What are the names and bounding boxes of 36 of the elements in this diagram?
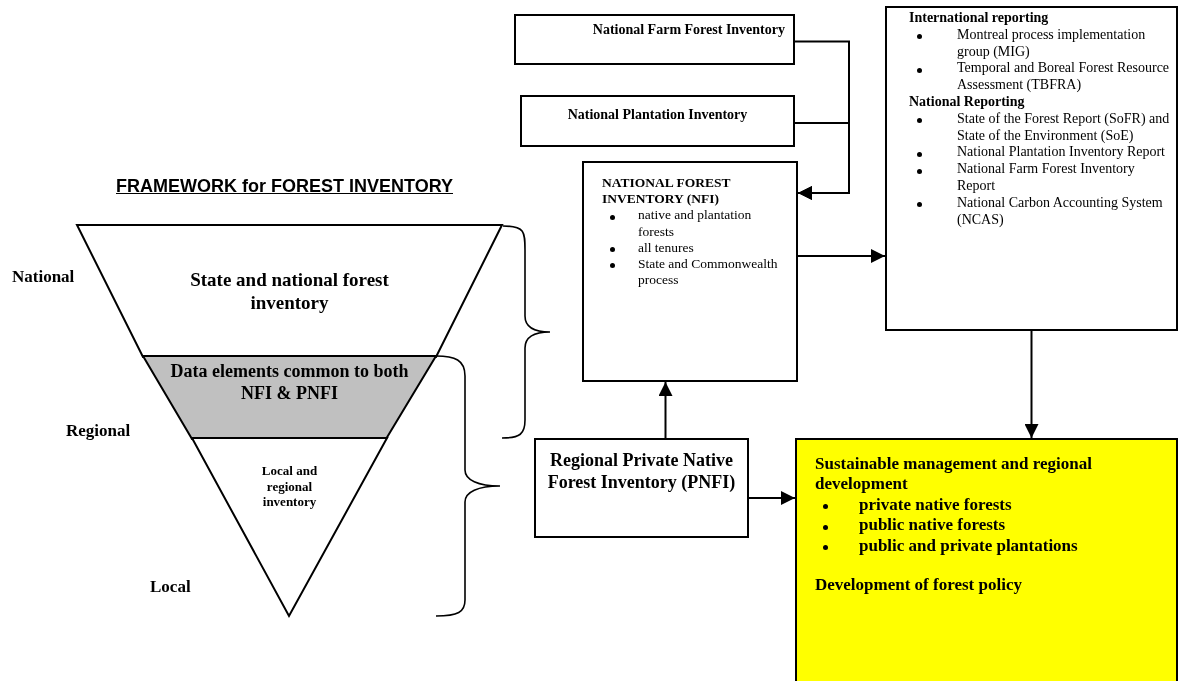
box-heading: National Reporting — [909, 94, 1026, 111]
band-label: State and national forest inventory — [189, 269, 390, 315]
bullet-item: Montreal process implementation group (MIG) — [909, 26, 1170, 61]
box-heading: International reporting — [909, 10, 1050, 27]
bullet-item: public native forests — [815, 515, 1170, 536]
bullet-item: National Carbon Accounting System (NCAS) — [909, 194, 1170, 229]
text-box — [534, 438, 749, 538]
bullet-item: State of the Forest Report (SoFR) and State of the Environment (SoE) — [909, 110, 1170, 145]
band-label: Data elements common to both NFI & PNFI — [169, 361, 410, 405]
arrow — [658, 381, 673, 439]
bullet-item: State and Commonwealth process — [602, 255, 790, 289]
box-heading: Regional Private Native Forest Inventory (PNFI) — [546, 450, 737, 494]
bullet-item: National Farm Forest Inventory Report — [909, 161, 1170, 195]
level-label: Regional — [66, 421, 131, 441]
arrow — [794, 122, 850, 200]
band-label: Local and regional inventory — [260, 463, 319, 510]
arrow — [797, 249, 886, 263]
arrow — [748, 491, 796, 505]
text-box — [795, 438, 1178, 681]
box-heading: Development of forest policy — [815, 574, 1023, 596]
text-box — [582, 161, 798, 382]
bullet-item: public and private plantations — [815, 535, 1170, 556]
box-heading: National Farm Forest Inventory — [591, 22, 785, 39]
text-box — [514, 14, 795, 65]
text-box — [885, 6, 1178, 331]
box-heading: NATIONAL FOREST INVENTORY (NFI) — [602, 175, 732, 208]
diagram-title: FRAMEWORK for FOREST INVENTORY — [116, 176, 453, 197]
text-box — [520, 95, 795, 147]
bullet-item: all tenures — [602, 239, 790, 256]
box-heading: National Plantation Inventory — [566, 107, 749, 124]
bullet-item: National Plantation Inventory Report — [909, 144, 1170, 162]
arrow — [1024, 330, 1039, 439]
bullet-item: private native forests — [815, 494, 1170, 516]
level-label: Local — [150, 577, 191, 597]
bullet-item: Temporal and Boreal Forest Resource Assessment (TBFRA) — [909, 60, 1170, 94]
level-label: National — [12, 267, 75, 287]
